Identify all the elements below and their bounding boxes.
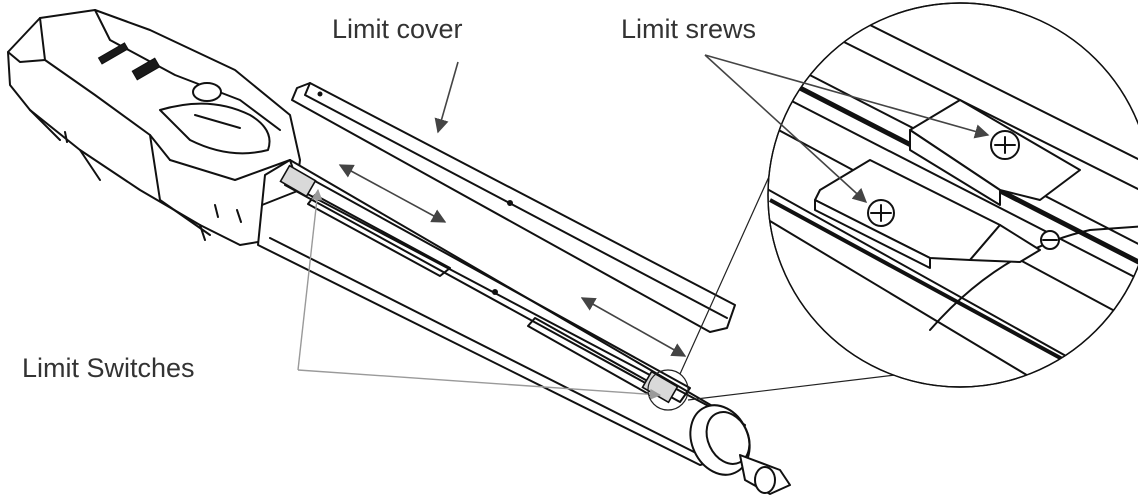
zoom-detail xyxy=(767,2,1138,388)
limit-screws-label: Limit srews xyxy=(621,14,757,44)
limit-switches-label: Limit Switches xyxy=(22,353,195,383)
limit-screw-leader-2 xyxy=(704,54,868,203)
zoom-line-bottom xyxy=(687,374,896,401)
limit-cover-leader xyxy=(434,61,459,134)
limit-switch-leader-1 xyxy=(297,188,323,371)
limit-cover-strip xyxy=(291,82,736,333)
slide-arrow-right xyxy=(580,297,687,357)
motor-housing xyxy=(7,9,301,246)
limit-switch-leader-2 xyxy=(297,369,662,400)
detail-indicator-circle xyxy=(647,369,689,411)
end-cap xyxy=(689,404,791,495)
slide-arrow-left xyxy=(338,164,447,223)
limit-screw-leader-1 xyxy=(704,54,990,139)
limit-cover-label: Limit cover xyxy=(332,14,463,44)
